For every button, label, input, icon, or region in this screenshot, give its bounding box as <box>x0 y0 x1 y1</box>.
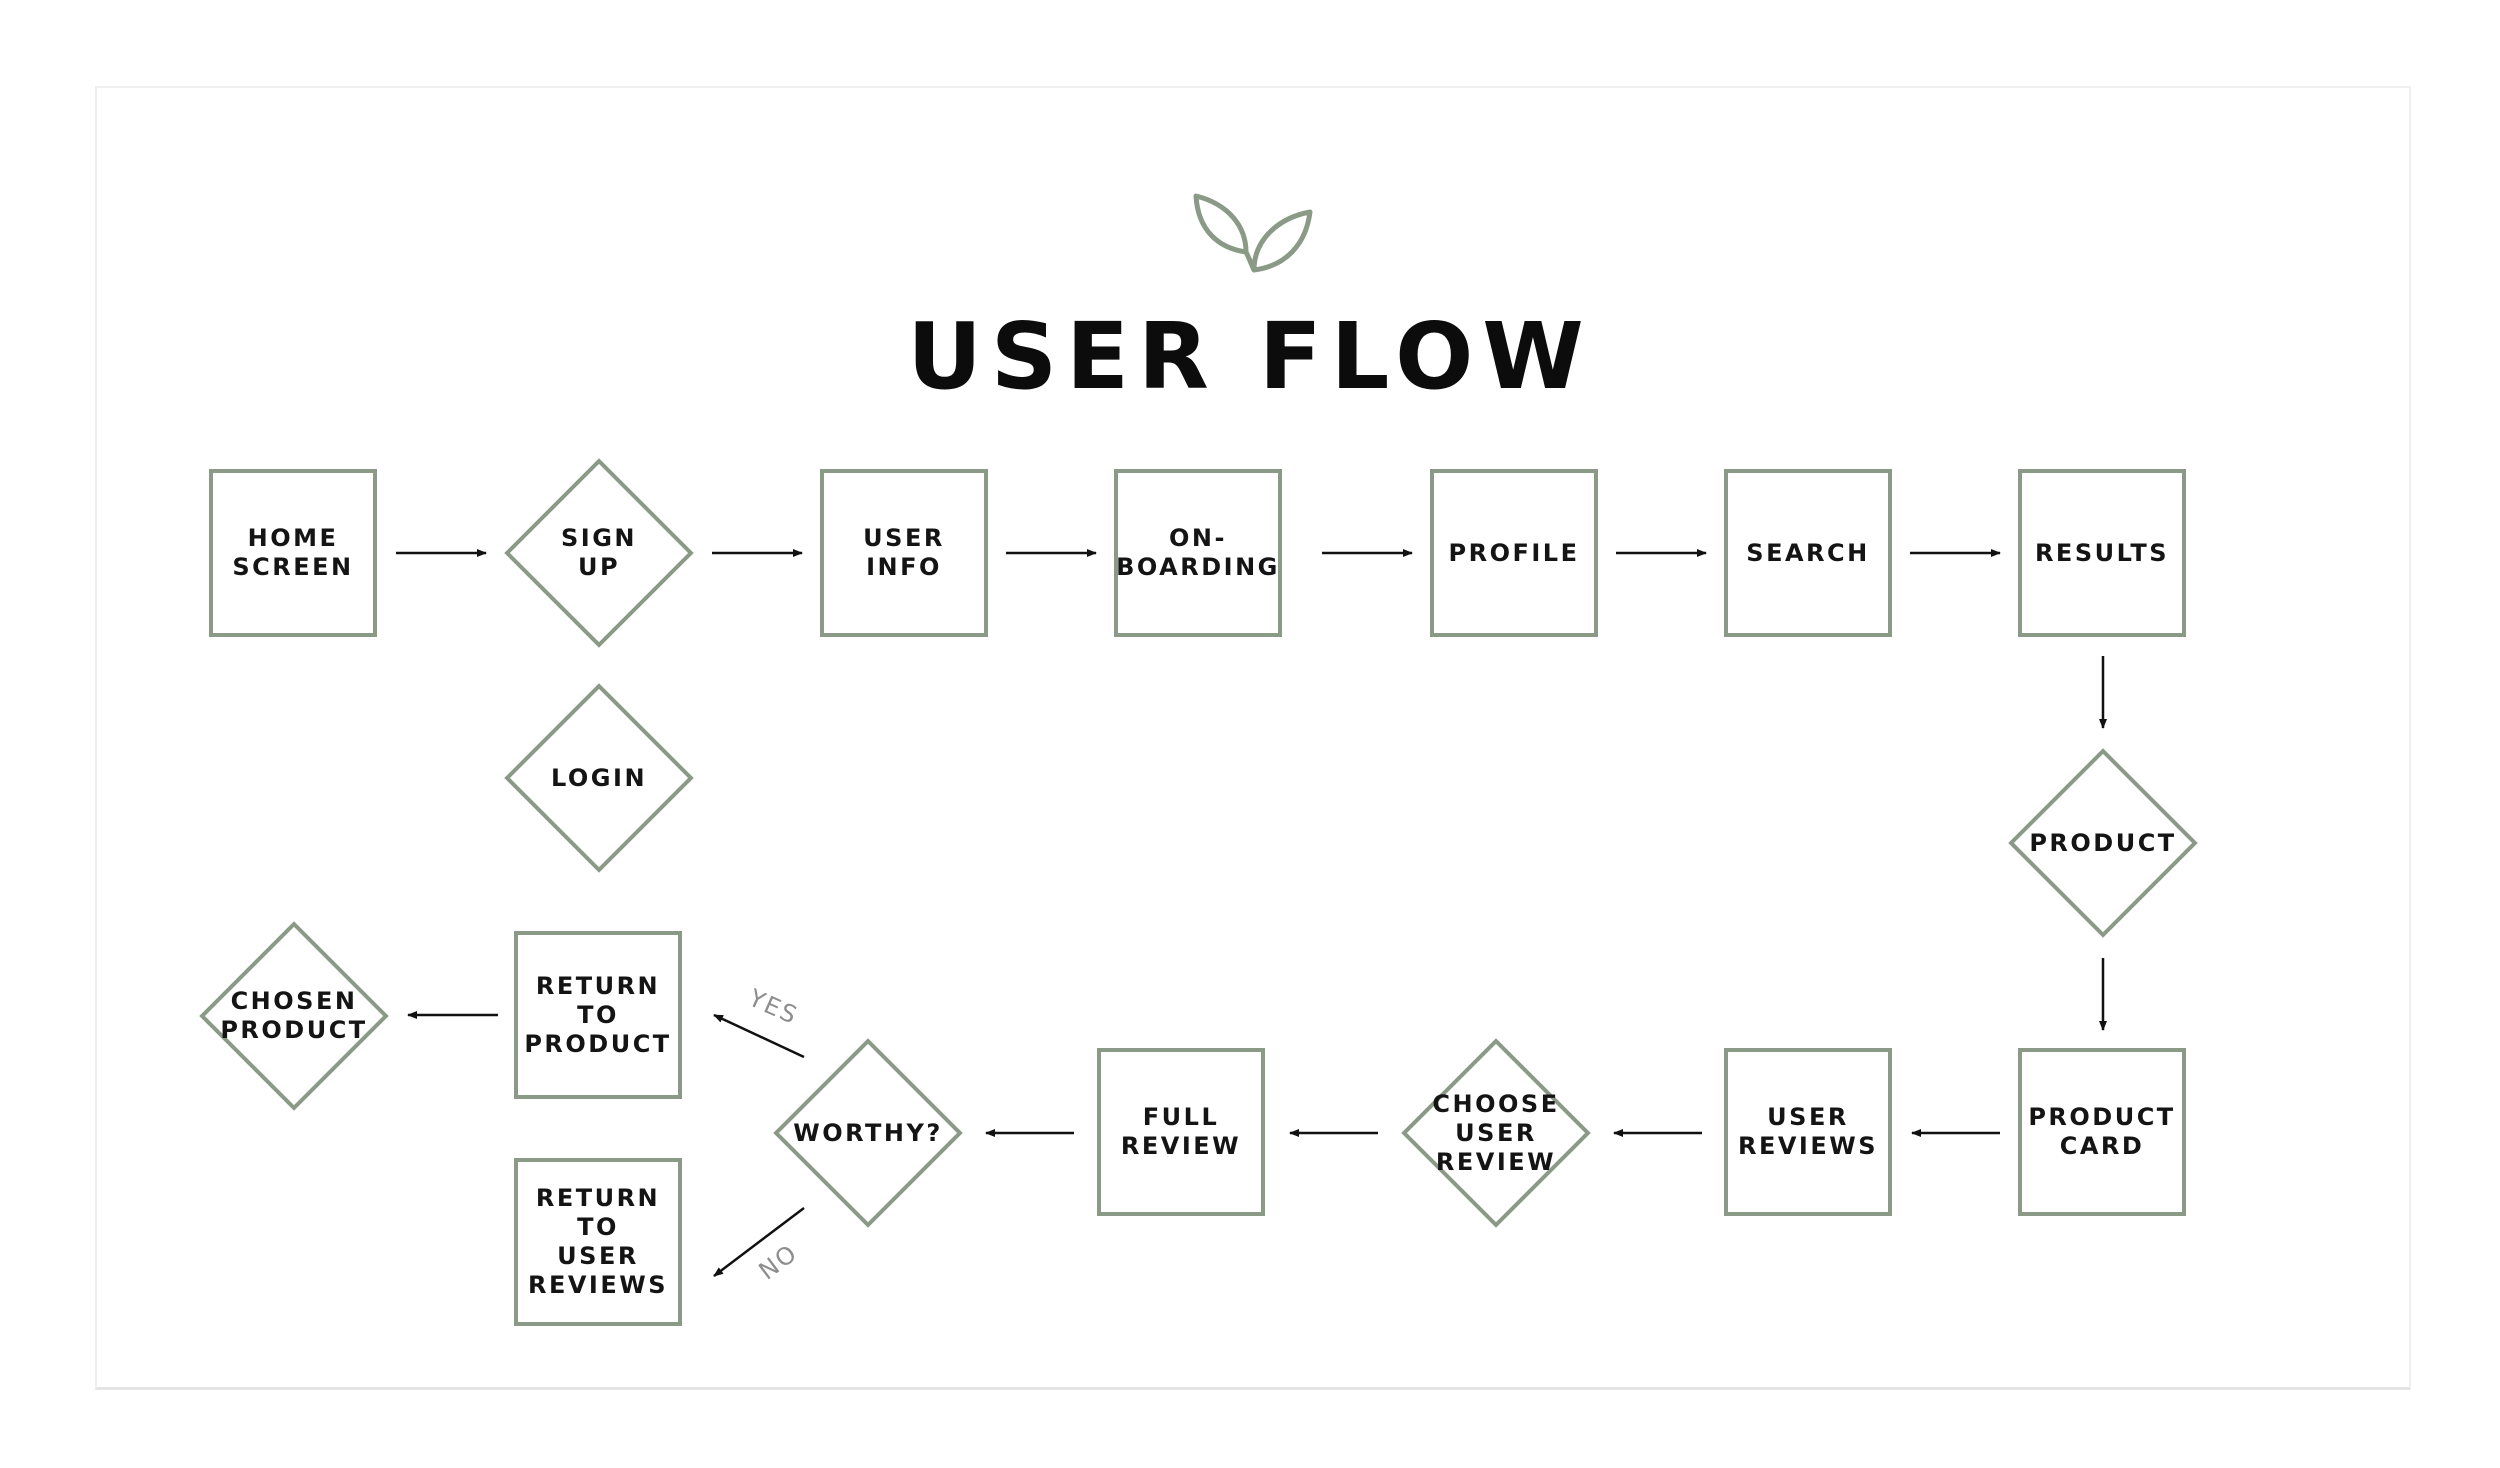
node-user-reviews: USER REVIEWS <box>1724 1048 1892 1216</box>
node-return-to-product: RETURN TO PRODUCT <box>514 931 682 1099</box>
node-label: FULL REVIEW <box>1120 1103 1242 1160</box>
node-label: WORTHY? <box>793 1118 943 1147</box>
node-sign-up: SIGN UP <box>504 458 694 648</box>
node-search: SEARCH <box>1724 469 1892 637</box>
node-login: LOGIN <box>504 683 694 873</box>
node-user-info: USER INFO <box>820 469 988 637</box>
node-label: USER INFO <box>863 524 945 581</box>
page-title: USER FLOW <box>907 303 1593 410</box>
node-chosen-product: CHOSEN PRODUCT <box>199 921 389 1111</box>
node-product: PRODUCT <box>2008 748 2198 938</box>
node-home-screen: HOME SCREEN <box>209 469 377 637</box>
node-label: LOGIN <box>550 763 648 792</box>
node-label: RETURN TO USER REVIEWS <box>527 1184 669 1299</box>
node-profile: PROFILE <box>1430 469 1598 637</box>
node-label: PROFILE <box>1448 538 1580 567</box>
node-label: RESULTS <box>2034 538 2170 567</box>
node-choose-user-review: CHOOSE USER REVIEW <box>1401 1038 1591 1228</box>
node-full-review: FULL REVIEW <box>1097 1048 1265 1216</box>
node-onboarding: ON- BOARDING <box>1114 469 1282 637</box>
node-label: HOME SCREEN <box>232 524 354 581</box>
node-product-card: PRODUCT CARD <box>2018 1048 2186 1216</box>
node-label: SEARCH <box>1746 538 1870 567</box>
node-label: CHOSEN PRODUCT <box>220 987 368 1044</box>
node-label: PRODUCT <box>2029 828 2177 857</box>
node-label: PRODUCT CARD <box>2028 1103 2176 1160</box>
node-label: ON- BOARDING <box>1116 524 1280 581</box>
leaf-logo-icon <box>1193 193 1313 273</box>
node-label: RETURN TO PRODUCT <box>524 971 672 1058</box>
node-label: CHOOSE USER REVIEW <box>1432 1089 1560 1176</box>
node-label: USER REVIEWS <box>1737 1103 1879 1160</box>
node-label: SIGN UP <box>561 524 637 581</box>
node-results: RESULTS <box>2018 469 2186 637</box>
node-worthy: WORTHY? <box>773 1038 963 1228</box>
node-return-to-user-reviews: RETURN TO USER REVIEWS <box>514 1158 682 1326</box>
